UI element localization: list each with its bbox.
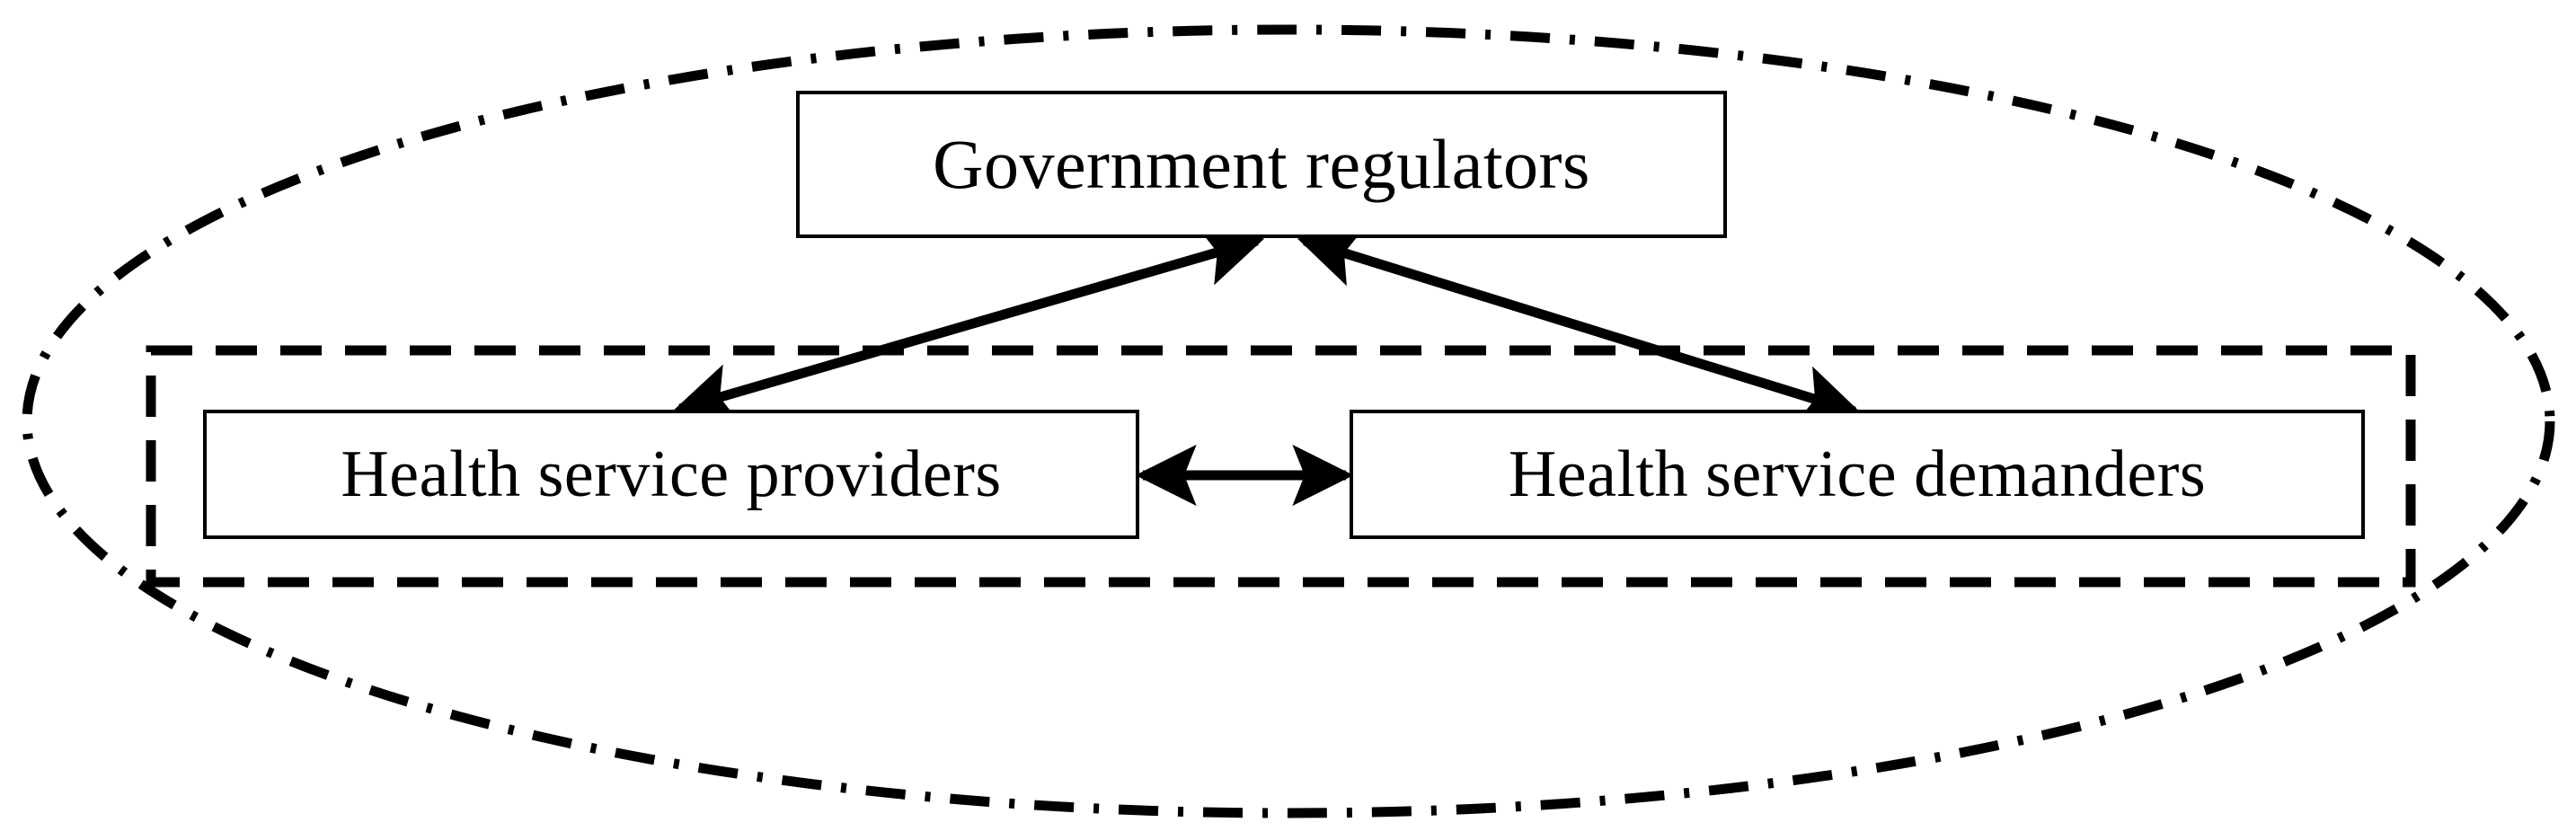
node-health-service-providers-label: Health service providers — [341, 438, 1002, 511]
edge-providers-government — [672, 225, 1265, 424]
node-health-service-demanders-label: Health service demanders — [1508, 438, 2207, 511]
node-government-regulators-label: Government regulators — [933, 125, 1590, 203]
node-health-service-demanders[interactable]: Health service demanders — [1350, 410, 2365, 539]
node-government-regulators[interactable]: Government regulators — [796, 91, 1727, 238]
system-boundary-ellipse — [22, 24, 2555, 818]
market-boundary-rect — [146, 345, 2416, 588]
node-health-service-providers[interactable]: Health service providers — [203, 410, 1139, 539]
edge-demanders-government — [1297, 227, 1863, 425]
